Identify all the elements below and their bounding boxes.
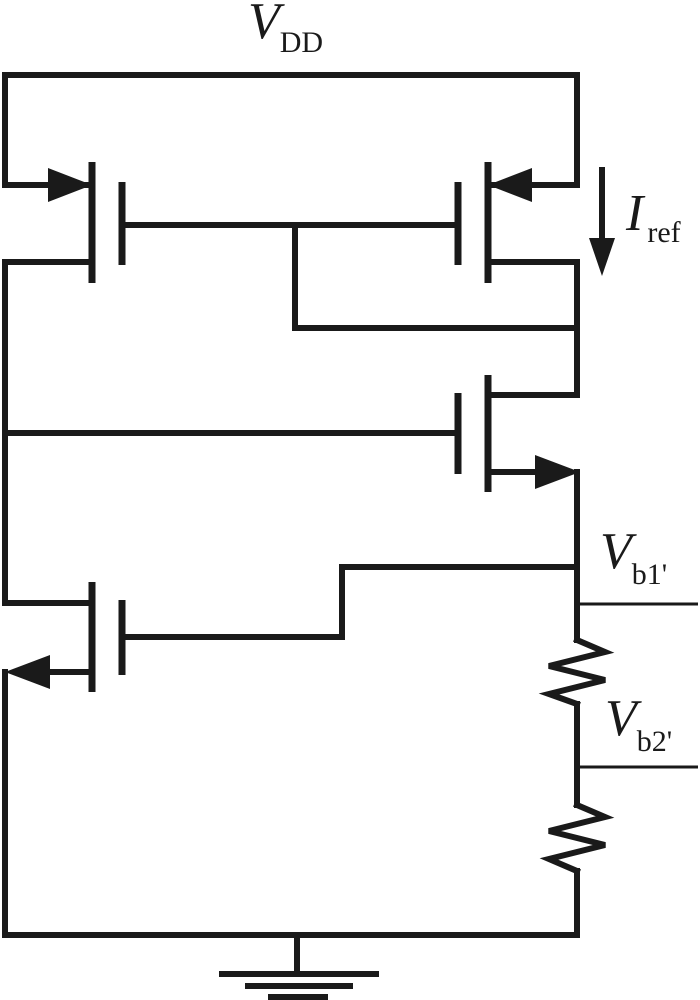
vb2-label: Vb2' [605, 690, 672, 758]
vb1-label: Vb1' [600, 523, 667, 591]
nmos-bottom [5, 564, 580, 692]
nmos-cascode [2, 375, 580, 492]
nmos-bottom-source-arrow [5, 655, 50, 689]
pmos-right [454, 162, 580, 283]
pmos-left-source-arrow [48, 168, 92, 202]
ground-return [2, 669, 580, 1000]
pmos-left [2, 162, 126, 283]
left-node-wire [2, 259, 95, 606]
vdd-label: VDD [248, 0, 323, 59]
resistor-bottom [539, 801, 615, 875]
vdd-rail [2, 72, 580, 188]
nmos-cascode-source-arrow [535, 455, 580, 489]
pmos-right-source-arrow [488, 168, 532, 202]
current-arrow [589, 167, 615, 276]
ground-symbol [219, 971, 379, 1000]
right-chain [538, 469, 698, 938]
pmos-gate-net [119, 222, 580, 398]
resistor-top [538, 636, 615, 708]
